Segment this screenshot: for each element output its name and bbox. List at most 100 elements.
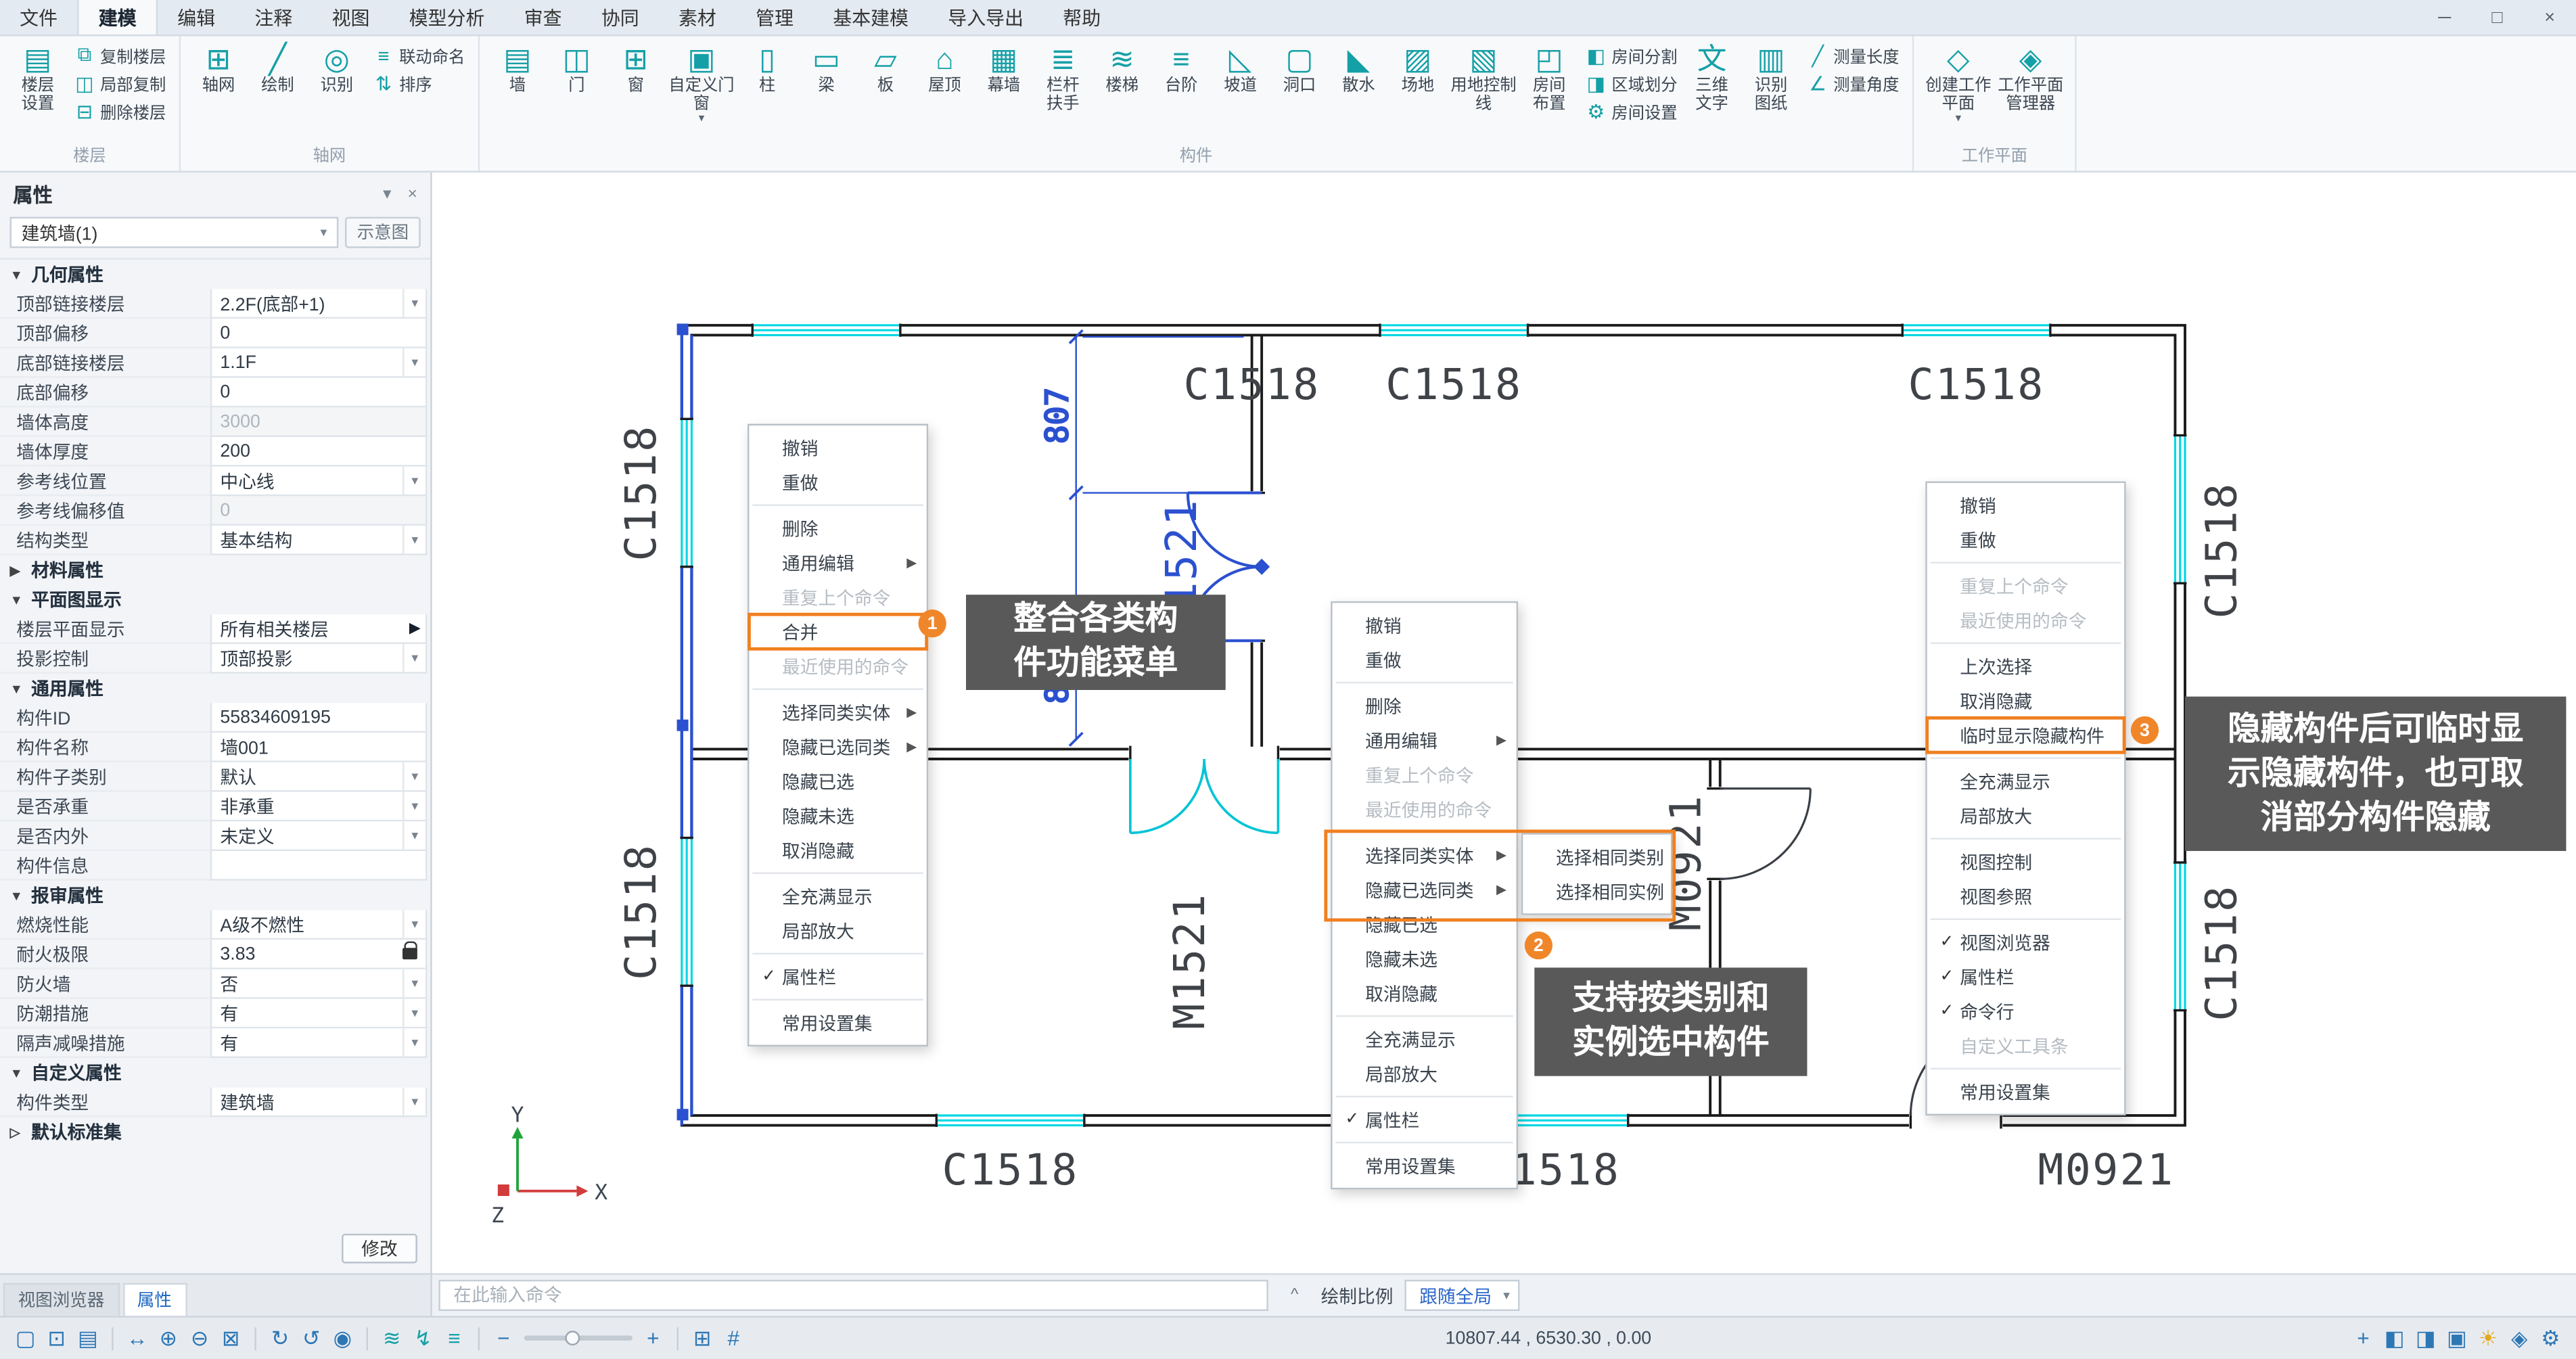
menu-item[interactable]: ✓属性栏 bbox=[749, 959, 926, 994]
custom-door-window-button[interactable]: ▣自定义门窗▾ bbox=[667, 41, 736, 125]
room-settings-button[interactable]: ⚙房间设置 bbox=[1584, 97, 1677, 124]
brightness-icon[interactable]: ☀ bbox=[2474, 1324, 2502, 1352]
menu-item[interactable]: 局部放大 bbox=[1927, 798, 2124, 833]
menu-item[interactable]: 视图控制 bbox=[1927, 844, 2124, 879]
modify-button[interactable]: 修改 bbox=[342, 1234, 417, 1264]
menu-item-undo[interactable]: 撤销 bbox=[1333, 608, 1517, 643]
close-icon[interactable]: × bbox=[408, 185, 417, 203]
selected-element-dropdown[interactable]: 建筑墙(1) ▾ bbox=[10, 217, 339, 248]
property-value[interactable]: 有▾ bbox=[210, 999, 428, 1029]
menu-item[interactable]: 取消隐藏 bbox=[749, 833, 926, 867]
linked-naming-button[interactable]: ≡联动命名 bbox=[371, 41, 465, 69]
draw-grid-button[interactable]: ╱绘制 bbox=[250, 41, 306, 95]
delete-floor-button[interactable]: ⊟删除楼层 bbox=[72, 97, 166, 124]
menu-tab[interactable]: 视图 bbox=[312, 0, 389, 34]
text-3d-button[interactable]: 文三维文字 bbox=[1684, 41, 1740, 114]
menu-item[interactable]: ✓视图浏览器 bbox=[1927, 925, 2124, 959]
property-value[interactable]: 0 bbox=[210, 496, 428, 526]
split-view-icon[interactable]: ◧ bbox=[2380, 1324, 2408, 1352]
dropdown-arrow-icon[interactable]: ▾ bbox=[402, 910, 426, 938]
dropdown-arrow-icon[interactable]: ▾ bbox=[402, 348, 426, 376]
property-value[interactable]: 所有相关楼层▶ bbox=[210, 614, 428, 644]
select-box-icon[interactable]: ▢ bbox=[12, 1324, 39, 1352]
property-value[interactable]: 3000 bbox=[210, 407, 428, 437]
property-value[interactable]: 墙001 bbox=[210, 733, 428, 762]
menu-tab[interactable]: 帮助 bbox=[1043, 0, 1120, 34]
property-value[interactable]: 0 bbox=[210, 378, 428, 408]
zoom-in-icon[interactable]: ⊕ bbox=[154, 1324, 182, 1352]
expander-icon[interactable]: ▶ bbox=[409, 620, 426, 638]
menu-item-undo[interactable]: 撤销 bbox=[749, 430, 926, 465]
beam-button[interactable]: ▭梁 bbox=[798, 41, 854, 95]
property-value[interactable]: A级不燃性▾ bbox=[210, 910, 428, 940]
zoom-slider[interactable] bbox=[524, 1324, 632, 1352]
menu-item[interactable]: ✓命令行 bbox=[1927, 994, 2124, 1028]
curtain-wall-button[interactable]: ▦幕墙 bbox=[976, 41, 1032, 95]
apron-button[interactable]: ◣散水 bbox=[1331, 41, 1387, 95]
ramp-button[interactable]: ◺坡道 bbox=[1212, 41, 1268, 95]
zoom-extents-icon[interactable]: ⊠ bbox=[217, 1324, 245, 1352]
property-section-header[interactable]: ▷默认标准集 bbox=[0, 1117, 430, 1147]
settings-icon[interactable]: ⚙ bbox=[2537, 1324, 2564, 1352]
property-value[interactable]: 55834609195 bbox=[210, 703, 428, 733]
railing-button[interactable]: ≣栏杆扶手 bbox=[1035, 41, 1091, 114]
panel-tab[interactable]: 视图浏览器 bbox=[3, 1283, 119, 1316]
dropdown-arrow-icon[interactable]: ▾ bbox=[402, 1088, 426, 1115]
menu-item[interactable]: 局部放大 bbox=[749, 913, 926, 948]
menu-item-delete[interactable]: 删除 bbox=[1333, 689, 1517, 723]
property-section-header[interactable]: ▼报审属性 bbox=[0, 881, 430, 911]
menu-item-redo[interactable]: 重做 bbox=[749, 465, 926, 499]
property-value[interactable] bbox=[210, 851, 428, 881]
maximize-button[interactable]: □ bbox=[2471, 0, 2524, 34]
menu-tab[interactable]: 素材 bbox=[659, 0, 736, 34]
dropdown-arrow-icon[interactable]: ▾ bbox=[402, 821, 426, 849]
window-button[interactable]: ⊞窗 bbox=[608, 41, 664, 95]
property-section-header[interactable]: ▼通用属性 bbox=[0, 674, 430, 704]
zoom-out-icon[interactable]: ⊖ bbox=[185, 1324, 213, 1352]
partial-copy-button[interactable]: ◫局部复制 bbox=[72, 69, 166, 97]
menu-item[interactable]: 视图参照 bbox=[1927, 879, 2124, 913]
step-button[interactable]: ≡台阶 bbox=[1153, 41, 1210, 95]
dropdown-arrow-icon[interactable]: ▾ bbox=[402, 969, 426, 997]
zoom-minus-icon[interactable]: − bbox=[490, 1324, 518, 1352]
axis-grid-button[interactable]: ⊞轴网 bbox=[191, 41, 247, 95]
grid-toggle-icon[interactable]: ⊞ bbox=[689, 1324, 716, 1352]
dropdown-arrow-icon[interactable]: ▾ bbox=[402, 467, 426, 494]
drawing-canvas[interactable]: Y X Z C1518C1518C1518C15181518M0921C1518… bbox=[432, 172, 2576, 1273]
zoom-plus-icon[interactable]: + bbox=[639, 1324, 667, 1352]
command-input[interactable] bbox=[438, 1280, 1268, 1311]
save-view-icon[interactable]: ▤ bbox=[74, 1324, 101, 1352]
collapse-chevron-icon[interactable]: ^ bbox=[1280, 1287, 1310, 1305]
dropdown-arrow-icon[interactable]: ▾ bbox=[402, 792, 426, 820]
menu-tab[interactable]: 注释 bbox=[235, 0, 312, 34]
menu-item-redo[interactable]: 重做 bbox=[1927, 522, 2124, 557]
menu-item[interactable]: 全充满显示 bbox=[1927, 764, 2124, 798]
select-window-icon[interactable]: ⊡ bbox=[43, 1324, 70, 1352]
menu-tab[interactable]: 导入导出 bbox=[928, 0, 1043, 34]
menu-item[interactable]: 局部放大 bbox=[1333, 1057, 1517, 1091]
menu-item[interactable]: 隐藏已选 bbox=[749, 764, 926, 798]
menu-tab[interactable]: 协同 bbox=[582, 0, 659, 34]
menu-item[interactable]: 取消隐藏 bbox=[1927, 683, 2124, 718]
workplane-manager-button[interactable]: ◈工作平面管理器 bbox=[1996, 41, 2065, 114]
model-cube-icon[interactable]: ◈ bbox=[2506, 1324, 2533, 1352]
draw-scale-dropdown[interactable]: 跟随全局 ▾ bbox=[1404, 1280, 1519, 1311]
recognize-grid-button[interactable]: ◎识别 bbox=[309, 41, 365, 95]
orbit-icon[interactable]: ↻ bbox=[266, 1324, 294, 1352]
property-value[interactable]: 3.83 bbox=[210, 940, 428, 969]
menu-tab[interactable]: 建模 bbox=[77, 0, 158, 34]
dropdown-arrow-icon[interactable]: ▾ bbox=[402, 526, 426, 553]
pan-icon[interactable]: ↔ bbox=[123, 1324, 151, 1352]
layout-view-icon[interactable]: ◨ bbox=[2412, 1324, 2439, 1352]
snap-toggle-icon[interactable]: # bbox=[720, 1324, 748, 1352]
menu-item[interactable]: 全充满显示 bbox=[1333, 1022, 1517, 1057]
site-button[interactable]: ▨场地 bbox=[1390, 41, 1446, 95]
measure-length-button[interactable]: ╱测量长度 bbox=[1806, 41, 1899, 69]
menu-item[interactable]: 通用编辑▶ bbox=[1333, 723, 1517, 758]
schematic-button[interactable]: 示意图 bbox=[345, 217, 421, 248]
land-control-line-button[interactable]: ▧用地控制线 bbox=[1449, 41, 1518, 114]
locate-icon[interactable]: ◉ bbox=[329, 1324, 356, 1352]
menu-tab[interactable]: 基本建模 bbox=[813, 0, 928, 34]
menu-item[interactable]: 隐藏未选 bbox=[749, 798, 926, 833]
minimize-button[interactable]: ─ bbox=[2418, 0, 2471, 34]
